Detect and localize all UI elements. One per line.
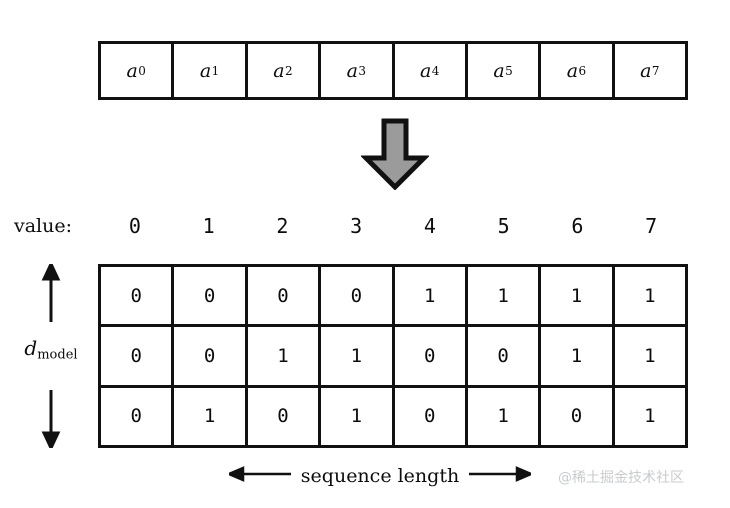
matrix-cell: 1 <box>644 405 656 428</box>
dmodel-subscript: model <box>37 347 78 363</box>
token-subscript: 0 <box>138 63 146 78</box>
token-base: a <box>419 59 432 82</box>
matrix-cell: 0 <box>468 327 542 385</box>
dmodel-axis: dmodel <box>8 264 94 448</box>
sequence-length-axis: sequence length <box>225 459 535 493</box>
sequence-length-label: sequence length <box>300 465 460 487</box>
token-base: a <box>273 59 285 82</box>
matrix-cell: 1 <box>321 327 395 385</box>
token-subscript: 1 <box>211 63 220 78</box>
matrix-cell: 1 <box>541 267 615 325</box>
value-number: 6 <box>571 214 584 238</box>
value-number: 3 <box>350 214 363 238</box>
matrix-cell: 0 <box>174 267 248 325</box>
matrix-cell: 0 <box>321 267 395 325</box>
matrix-cell: 0 <box>248 267 322 325</box>
value-number: 2 <box>276 214 289 238</box>
matrix-cell: 0 <box>395 387 468 445</box>
matrix-cell: 0 <box>101 327 175 385</box>
matrix-cell: 1 <box>321 387 395 445</box>
token-base: a <box>346 59 358 82</box>
token-subscript: 7 <box>651 63 660 78</box>
value-number: 7 <box>645 214 658 238</box>
matrix-cell: 1 <box>248 327 322 385</box>
value-number: 5 <box>497 214 510 238</box>
arrow-right-icon <box>469 466 535 486</box>
matrix-cell: 0 <box>541 387 615 445</box>
token-base: a <box>126 59 138 82</box>
matrix-cell: 1 <box>541 327 615 385</box>
arrow-left-icon <box>225 466 291 486</box>
value-number: 4 <box>423 214 436 238</box>
dmodel-label: dmodel <box>8 336 94 362</box>
value-number: 1 <box>202 214 215 238</box>
matrix-cell: 1 <box>468 267 542 325</box>
matrix-cell: 1 <box>174 387 248 445</box>
token-base: a <box>566 59 579 82</box>
matrix-cell: 1 <box>644 284 656 307</box>
token-base: a <box>493 59 505 82</box>
dmodel-base: d <box>24 336 38 360</box>
matrix-cell: 0 <box>101 267 175 325</box>
token-subscript: 4 <box>431 63 440 78</box>
token-subscript: 3 <box>358 63 367 78</box>
token-base: a <box>199 59 212 82</box>
value-axis-label: value: <box>14 215 73 237</box>
value-axis-numbers: 0 1 2 3 4 5 6 7 <box>98 211 688 241</box>
matrix-cell: 1 <box>644 344 656 367</box>
matrix-cell: 1 <box>468 387 542 445</box>
token-subscript: 2 <box>285 63 293 78</box>
value-number: 0 <box>128 214 141 238</box>
token-subscript: 6 <box>578 63 587 78</box>
matrix-cell: 0 <box>395 327 468 385</box>
down-arrow-icon <box>359 118 431 191</box>
matrix-cell: 0 <box>174 327 248 385</box>
token-subscript: 5 <box>505 63 513 78</box>
matrix-cell: 0 <box>248 387 322 445</box>
matrix-cell: 0 <box>101 387 175 445</box>
token-base: a <box>640 59 652 82</box>
watermark: @稀土掘金技术社区 <box>558 470 684 486</box>
matrix-cell: 1 <box>395 267 468 325</box>
